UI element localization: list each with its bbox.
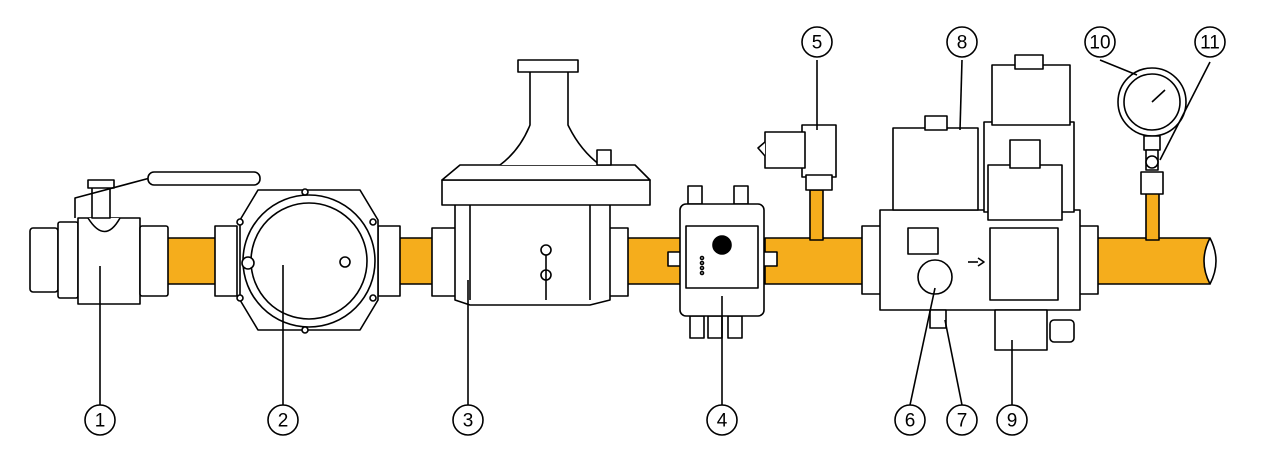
callout-ball-valve: 1 <box>84 404 116 436</box>
riser-pipe-5 <box>809 189 824 241</box>
callout-circle <box>452 404 484 436</box>
callout-pressure-switch: 6 <box>894 404 926 436</box>
callout-label: 1 <box>95 411 106 432</box>
callout-double-solenoid-valve: 7 <box>946 404 978 436</box>
callout-layer: 1 2 3 4 5 6 7 8 9 10 11 <box>84 26 1226 436</box>
callout-pressure-regulator: 3 <box>452 404 484 436</box>
callout-gauge-cock: 11 <box>1194 26 1226 58</box>
filter <box>214 188 401 334</box>
callout-circle <box>267 404 299 436</box>
callout-circle <box>1194 26 1226 58</box>
callout-solenoid-valve: 5 <box>801 26 833 58</box>
callout-circle <box>84 404 116 436</box>
callout-circle <box>996 404 1028 436</box>
callout-circle <box>801 26 833 58</box>
callout-label: 4 <box>717 411 728 432</box>
callout-test-nipple: 8 <box>946 26 978 58</box>
callout-pressure-gauge: 10 <box>1084 26 1116 58</box>
solenoid-valve <box>757 124 837 191</box>
callout-label: 7 <box>957 411 968 432</box>
callout-circle <box>894 404 926 436</box>
ball-valve <box>29 171 261 305</box>
leaders <box>99 59 1211 406</box>
callout-circle <box>946 26 978 58</box>
pressure-regulator <box>431 59 651 306</box>
callout-label: 2 <box>278 411 289 432</box>
callout-valve-proving-switch: 9 <box>996 404 1028 436</box>
callout-circle <box>946 404 978 436</box>
double-solenoid-valve <box>861 54 1099 351</box>
callout-label: 8 <box>957 33 968 54</box>
junction-box <box>667 185 778 339</box>
callout-filter: 2 <box>267 404 299 436</box>
callout-label: 6 <box>905 411 916 432</box>
callout-circle <box>706 404 738 436</box>
callout-junction-box: 4 <box>706 404 738 436</box>
callout-label: 3 <box>463 411 474 432</box>
pressure-gauge <box>1117 67 1187 195</box>
callout-label: 9 <box>1007 411 1018 432</box>
callout-label: 5 <box>812 33 823 54</box>
callout-label: 11 <box>1200 33 1220 54</box>
riser-pipe-10 <box>1145 189 1160 241</box>
callout-circle <box>1084 26 1116 58</box>
callout-label: 10 <box>1089 33 1110 54</box>
